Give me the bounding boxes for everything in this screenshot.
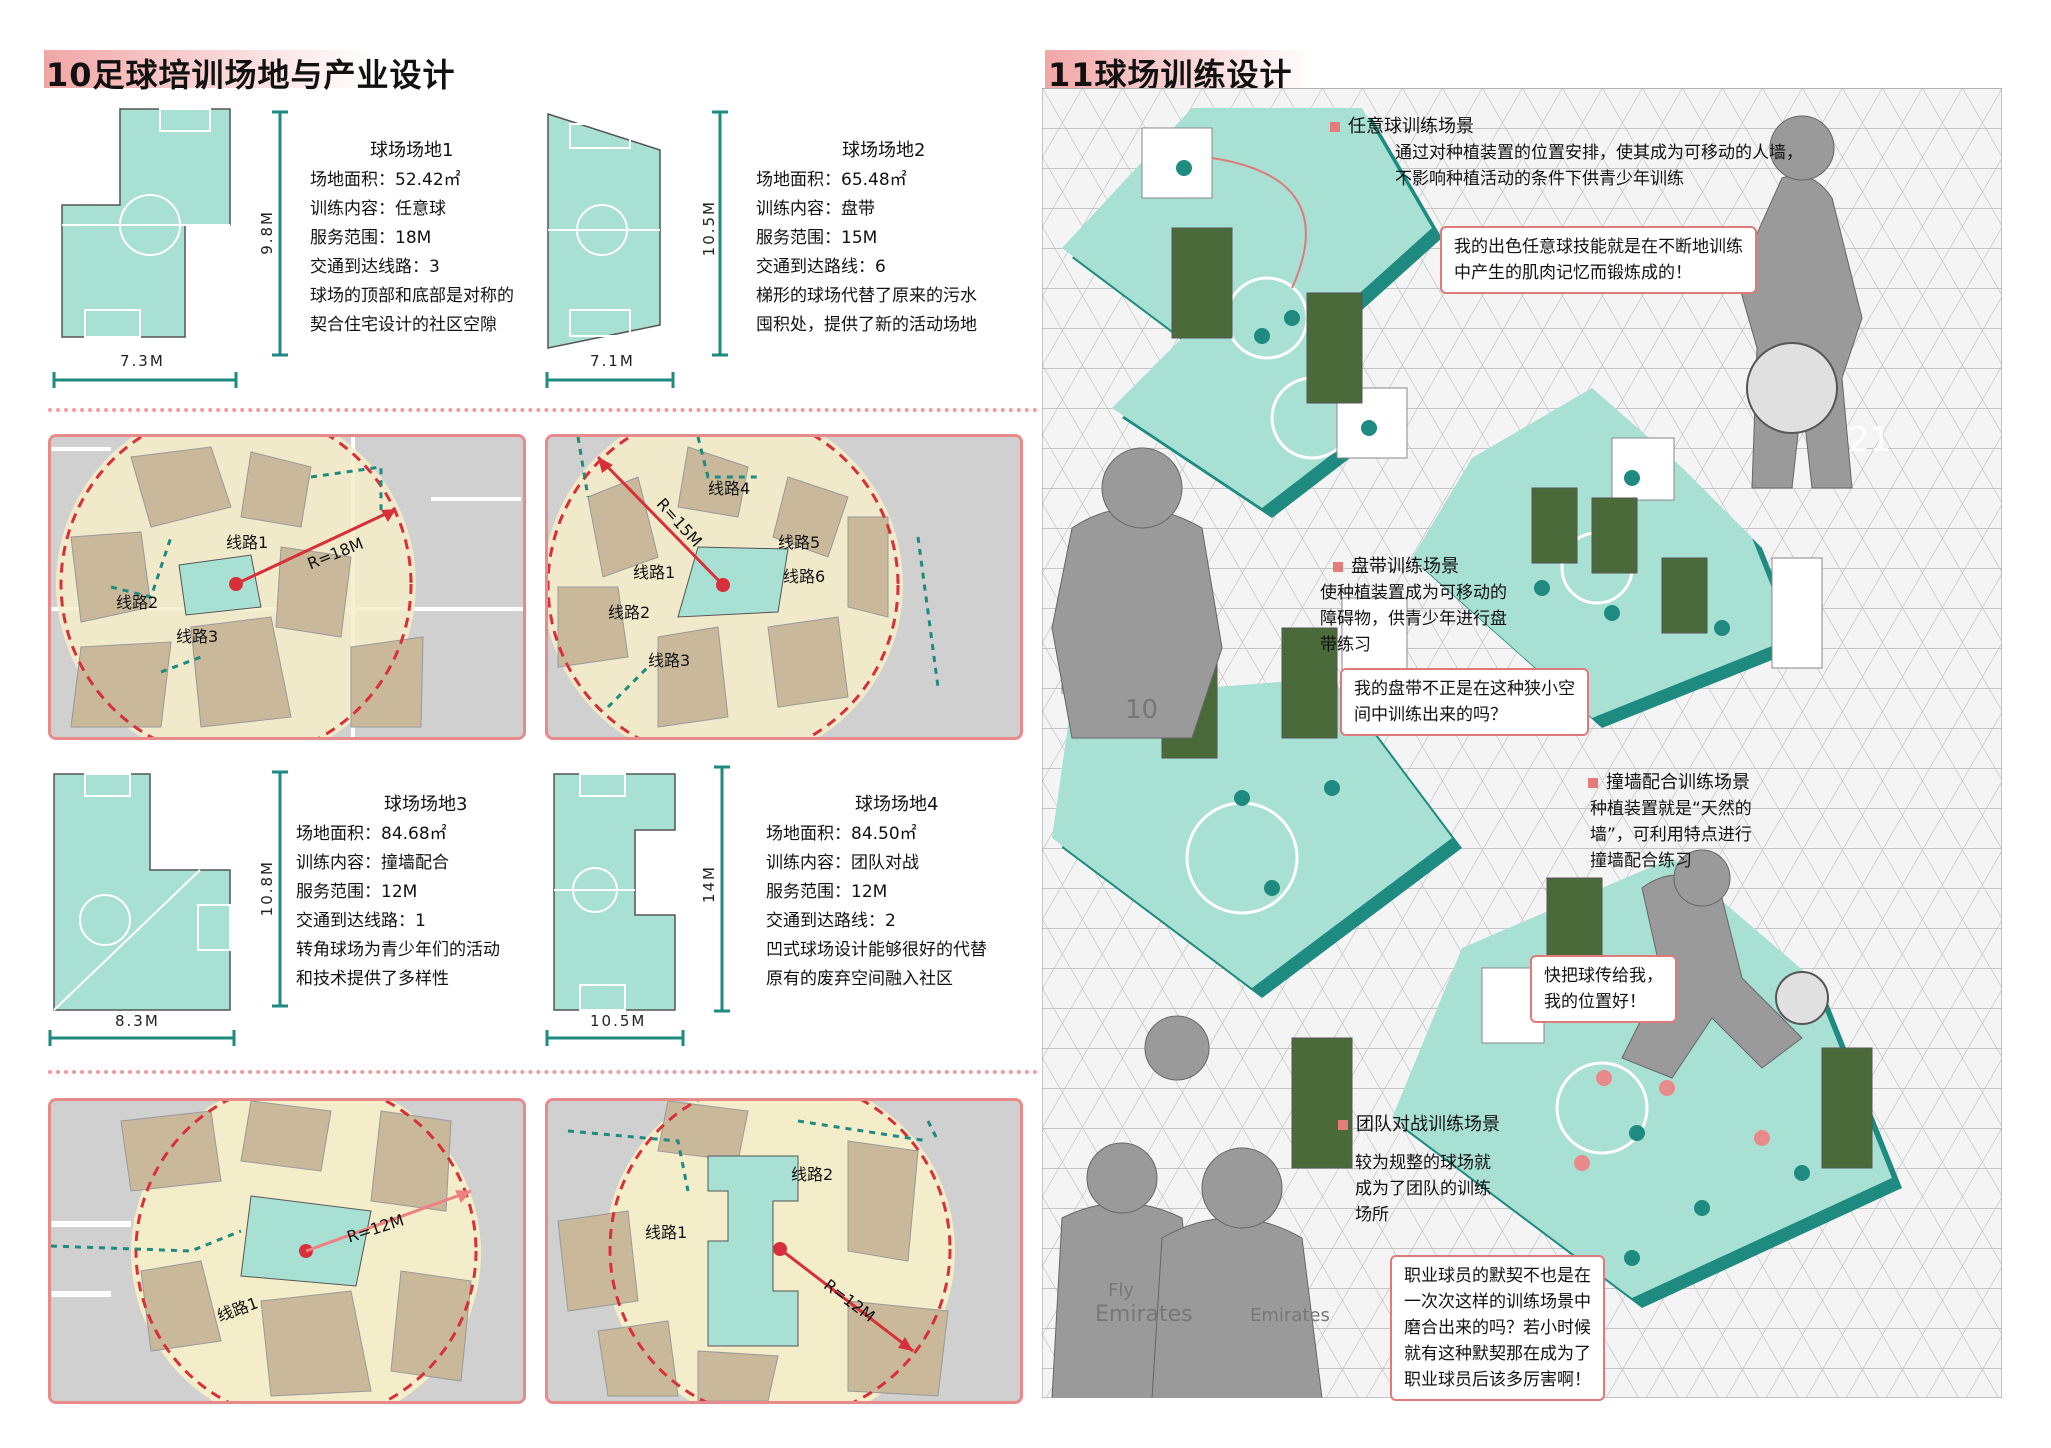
field-3-height: 10.8M [258,860,276,917]
square-bullet-icon [1588,778,1598,788]
scene-4-text: 较为规整的球场就成为了团队的训练场所 [1355,1153,1491,1225]
site-map-1: 线路1 线路2 线路3 R=18M [48,434,526,740]
field-2-width: 7.1M [590,352,635,370]
left-title: 10足球培训场地与产业设计 [46,56,456,94]
field-3-h-dim [272,770,288,1008]
field-4-h-dim [714,765,730,1013]
scene-2-text: 使种植装置成为可移动的障碍物，供青少年进行盘带练习 [1320,583,1507,655]
field-2-name: 球场场地2 [842,140,926,161]
field-4-name: 球场场地4 [855,794,939,815]
site-map-4: 线路1 线路2 R=12M [545,1098,1023,1404]
square-bullet-icon [1338,1120,1348,1130]
speech-bubble-3: 快把球传给我，我的位置好！ [1530,955,1677,1023]
square-bullet-icon [1333,562,1343,572]
separator-2 [48,1070,1038,1074]
scene-3-heading: 撞墙配合训练场景 [1588,768,1750,794]
football-icon [1746,342,1838,434]
field-2-h-dim [712,110,728,357]
field-3-w-dim [48,1030,236,1046]
field-4-width: 10.5M [590,1012,647,1030]
speech-bubble-2: 我的盘带不正是在这种狭小空间中训练出来的吗？ [1340,668,1589,736]
field-1-height: 9.8M [258,210,276,255]
left-title-highlight [44,50,374,88]
field-1-width: 7.3M [120,352,165,370]
jersey-brand-3: Emirates [1250,1305,1330,1326]
field-1-h-dim [272,110,288,357]
field-2-plan [547,112,661,349]
jersey-number-2: 21 [1848,420,1892,460]
scene-1-text: 通过对种植装置的位置安排，使其成为可移动的人墙，不影响种植活动的条件下供青少年训… [1395,143,1803,189]
scene-2-heading: 盘带训练场景 [1333,552,1459,578]
jersey-number-1: 10 [1125,695,1159,725]
site-map-2: 线路4 线路5 线路6 线路1 线路2 线路3 R=15M [545,434,1023,740]
field-4-height: 14M [700,865,718,904]
jersey-brand-2: Emirates [1095,1302,1193,1327]
field-1-w-dim [52,372,238,388]
field-1-name: 球场场地1 [370,140,454,161]
right-title-highlight [1045,50,1315,88]
scene-1-heading: 任意球训练场景 [1330,112,1474,138]
speech-bubble-1: 我的出色任意球技能就是在不断地训练中产生的肌肉记忆而锻炼成的！ [1440,226,1757,294]
speech-bubble-4: 职业球员的默契不也是在一次次这样的训练场景中磨合出来的吗？若小时候就有这种默契那… [1390,1255,1605,1401]
scene-4-heading: 团队对战训练场景 [1338,1110,1500,1136]
field-3-plan [53,773,231,1011]
field-4-plan [553,773,676,1011]
square-bullet-icon [1330,122,1340,132]
training-illustration [1042,88,2002,1398]
field-2-height: 10.5M [700,200,718,257]
site-map-3: 线路1 R=12M [48,1098,526,1404]
field-3-name: 球场场地3 [384,794,468,815]
separator-1 [48,408,1038,412]
field-4-w-dim [545,1030,685,1046]
field-1-plan [61,108,231,338]
jersey-brand-1: Fly [1108,1280,1135,1301]
field-3-width: 8.3M [115,1012,160,1030]
field-2-w-dim [545,372,675,388]
scene-3-text: 种植装置就是“天然的墙”，可利用特点进行撞墙配合练习 [1590,799,1752,871]
